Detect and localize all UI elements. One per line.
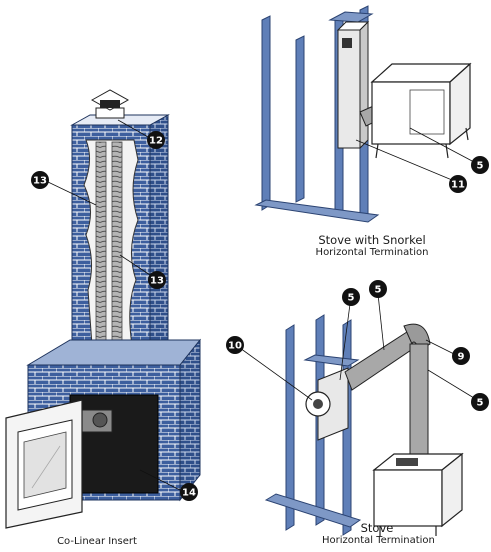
callout-11: 11 — [449, 175, 467, 193]
callout-5c: 5 — [369, 280, 387, 298]
chimney-side — [149, 114, 169, 351]
chimney-cutaway — [83, 139, 139, 346]
insert-glass — [23, 431, 67, 499]
insert-flue — [92, 412, 108, 428]
svg-text:5: 5 — [477, 398, 484, 409]
svg-text:10: 10 — [228, 341, 242, 352]
callout-5a: 5 — [471, 156, 489, 174]
callout-10: 10 — [226, 336, 244, 354]
svg-text:12: 12 — [149, 136, 163, 147]
snorkel-caption-subtitle: Horizontal Termination — [315, 247, 429, 259]
callout-5b: 5 — [342, 288, 360, 306]
liner-pipe-left — [95, 141, 107, 343]
insert-caption: Co-Linear Insert — [42, 536, 152, 548]
callout-14: 14 — [180, 483, 198, 501]
svg-text:11: 11 — [451, 180, 465, 191]
leader-14 — [139, 469, 181, 491]
snorkel-caption-title: Stove with Snorkel — [318, 233, 426, 247]
svg-text:14: 14 — [182, 488, 196, 499]
leader-13b — [119, 254, 151, 276]
stove-caption: Stove Horizontal Termination — [322, 521, 435, 547]
stove-caption-title: Stove — [360, 521, 394, 535]
snorkel-caption: Stove with Snorkel Horizontal Terminatio… — [312, 233, 432, 259]
callout-5d: 5 — [471, 393, 489, 411]
callout-9: 9 — [452, 347, 470, 365]
fireplace-side — [179, 338, 201, 502]
svg-text:13: 13 — [150, 276, 164, 287]
svg-text:5: 5 — [348, 293, 355, 304]
callout-13a: 13 — [31, 171, 49, 189]
chimney-cap-vent — [100, 100, 120, 108]
leader-13a — [47, 181, 97, 206]
vertical-vent-pipe — [409, 343, 429, 455]
svg-text:13: 13 — [33, 176, 47, 187]
co-linear-insert-diagram — [5, 89, 202, 529]
svg-text:9: 9 — [458, 352, 465, 363]
liner-pipe-right — [111, 141, 123, 343]
snorkel-diagram — [254, 5, 475, 223]
stove-caption-subtitle: Horizontal Termination — [322, 535, 435, 547]
svg-text:5: 5 — [477, 161, 484, 172]
leader-12 — [117, 119, 151, 139]
insert-caption-title: Co-Linear Insert — [57, 536, 137, 547]
hearth-top — [26, 339, 202, 366]
callout-13b: 13 — [148, 271, 166, 289]
callout-12: 12 — [147, 131, 165, 149]
svg-text:5: 5 — [375, 285, 382, 296]
stove-horizontal-diagram — [239, 293, 475, 536]
wall-thimble — [317, 367, 349, 441]
